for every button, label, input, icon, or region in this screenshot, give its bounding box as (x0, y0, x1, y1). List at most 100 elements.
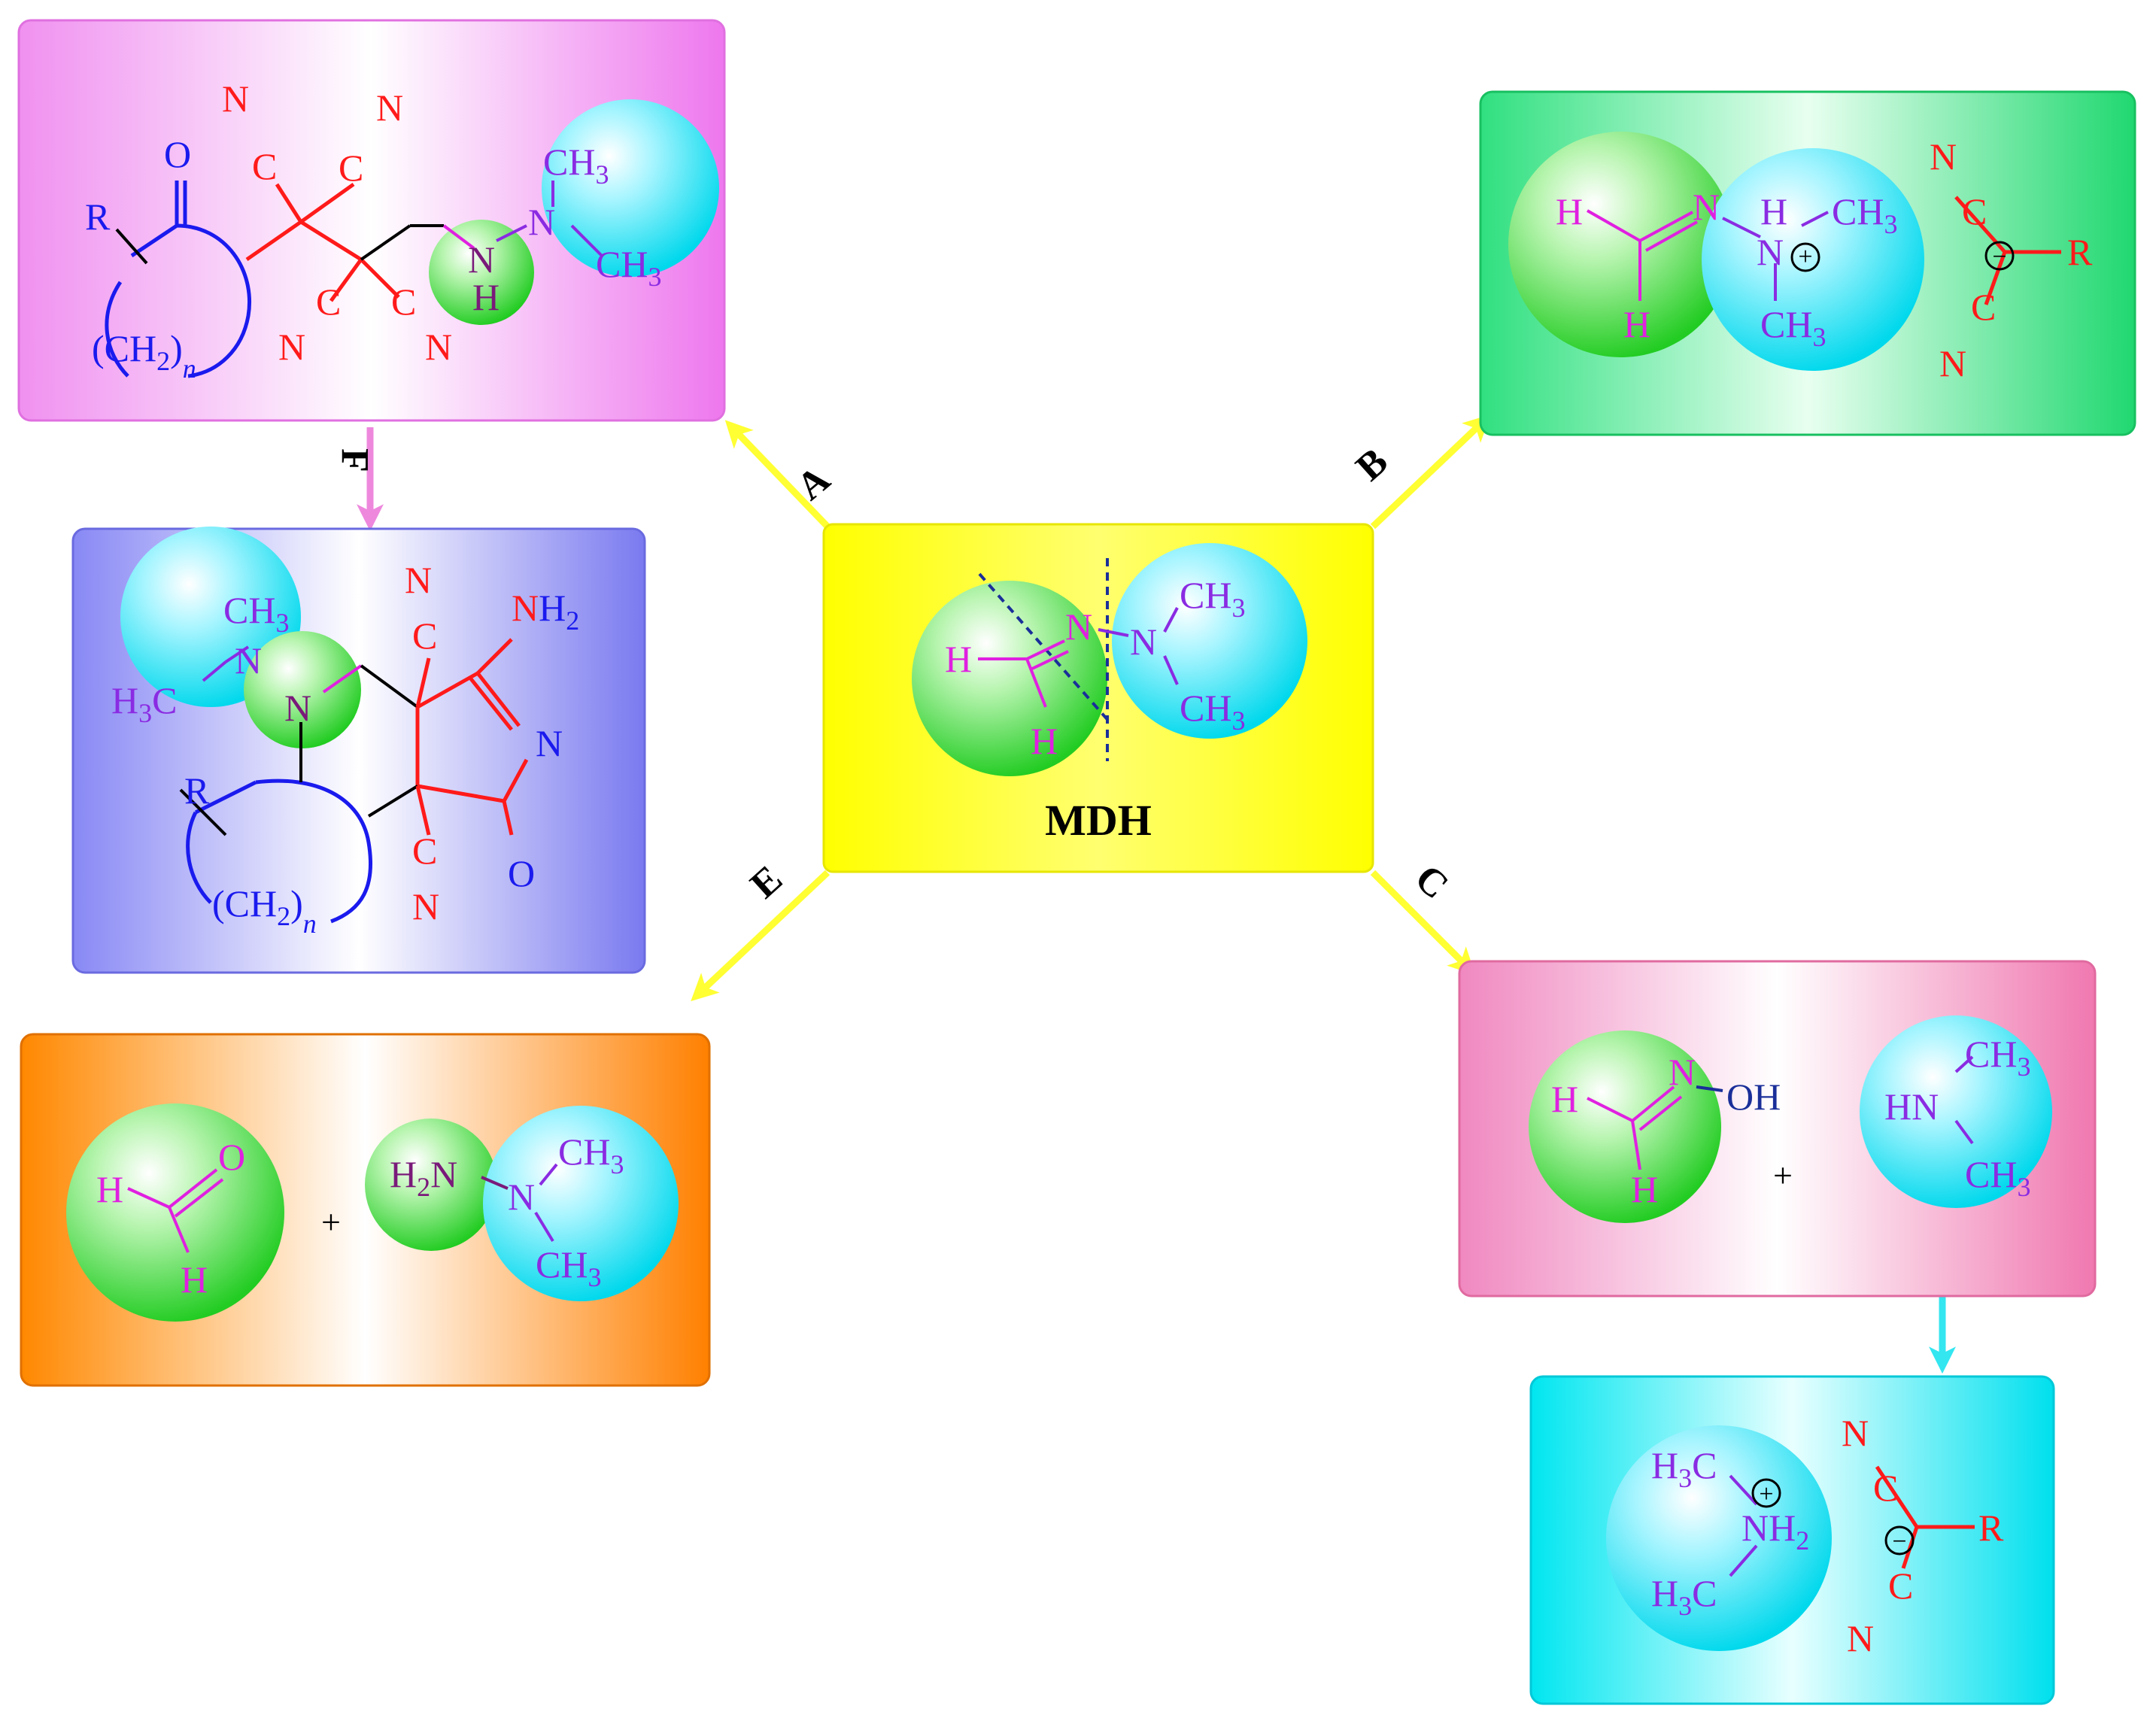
f-r: R (184, 769, 210, 812)
f-ch2: CH (225, 882, 277, 924)
center-box-mdh: H H N N CH3 CH3 MDH (822, 523, 1374, 873)
svg-text:H3C: H3C (111, 679, 177, 728)
svg-text:H3C: H3C (1651, 1572, 1717, 1621)
d-c2: C (1888, 1565, 1913, 1607)
e-h2n-sub: 2 (417, 1172, 430, 1202)
a-n2: N (376, 87, 403, 129)
a-n-sub: n (183, 354, 196, 384)
e-h1: H (96, 1168, 123, 1210)
svg-text:CH3: CH3 (1180, 687, 1245, 736)
svg-text:CH3: CH3 (536, 1243, 601, 1292)
b-ch3-2: CH (1760, 303, 1812, 345)
mdh-h1: H (945, 638, 972, 680)
arrow-c-label: C (1407, 857, 1456, 907)
d-h3c-2-h: H (1651, 1572, 1678, 1614)
b-c2: C (1971, 286, 1996, 328)
b-h2: H (1623, 303, 1650, 345)
a-o: O (164, 133, 191, 175)
svg-text:CH3: CH3 (596, 243, 661, 292)
arrow-f-label: F (333, 448, 376, 472)
green-sphere (912, 581, 1107, 776)
svg-text:CH3: CH3 (1965, 1153, 2030, 1202)
b-c1: C (1962, 190, 1987, 232)
d-r: R (1978, 1507, 2004, 1549)
c-ch3-1: CH (1965, 1033, 2017, 1075)
d-h3c-1-sub: 3 (1678, 1463, 1692, 1493)
c-hn: HN (1884, 1085, 1939, 1128)
box-c: H H N OH + HN CH3 CH3 (1458, 960, 2097, 1298)
b-n4: N (1939, 342, 1966, 384)
svg-text:CH3: CH3 (1965, 1033, 2030, 1082)
b-plus: + (1798, 243, 1812, 271)
d-c1: C (1873, 1467, 1898, 1509)
mdh-ch3-top-sub: 3 (1231, 593, 1245, 623)
mdh-ch3-bottom: CH (1180, 687, 1231, 729)
f-nh2-n: N (512, 587, 539, 629)
svg-text:CH3: CH3 (558, 1131, 624, 1179)
f-ch3: CH (223, 589, 275, 631)
a-n1: N (222, 77, 249, 120)
b-ch3-2-sub: 3 (1812, 322, 1826, 352)
d-n1: N (1842, 1412, 1869, 1454)
mdh-h2: H (1031, 720, 1058, 762)
arrow-b-label: B (1348, 440, 1396, 490)
c-h2: H (1631, 1168, 1658, 1210)
b-minus: − (1992, 243, 2006, 271)
c-n: N (1669, 1051, 1696, 1093)
f-h3c-c: C (152, 679, 177, 721)
box-b: H H N H N + CH3 CH3 N C C N − R (1479, 90, 2136, 436)
e-ch3-1: CH (558, 1131, 610, 1173)
a-c4: C (391, 281, 416, 323)
b-h1: H (1556, 190, 1583, 232)
a-r: R (85, 196, 111, 238)
a-c2: C (339, 147, 363, 189)
e-ch3-2-sub: 3 (588, 1262, 601, 1292)
svg-text:CH3: CH3 (223, 589, 289, 638)
f-ch3-sub: 3 (275, 608, 289, 638)
arrow-c: C (1370, 857, 1476, 976)
e-ch3-2: CH (536, 1243, 588, 1285)
a-n3: N (278, 326, 305, 368)
f-n-dimethyl: N (235, 639, 262, 681)
mdh-n1: N (1065, 606, 1092, 648)
a-n-dimethyl: N (528, 201, 555, 243)
c-h1: H (1551, 1078, 1578, 1120)
e-h2n-n: N (430, 1153, 457, 1195)
d-h3c-1-c: C (1692, 1444, 1717, 1486)
box-d: H3C H3C NH2 + N C C N − R (1529, 1375, 2055, 1705)
b-h3: H (1760, 190, 1787, 232)
e-o: O (218, 1136, 245, 1178)
e-ch3-1-sub: 3 (610, 1149, 624, 1179)
d-minus: − (1892, 1528, 1906, 1556)
svg-text:CH3: CH3 (543, 141, 609, 190)
box-f: N C C N NH2 N O N CH3 N H3C R (CH2)n (71, 527, 646, 974)
arrow-f: F (333, 427, 384, 532)
a-ch3-2: CH (596, 243, 648, 285)
a-ch3-2-sub: 3 (648, 262, 661, 292)
arrow-e-label: E (742, 857, 791, 907)
c-oh: OH (1726, 1076, 1781, 1118)
f-n-ring: N (536, 722, 563, 764)
f-n1: N (405, 559, 432, 601)
svg-text:CH3: CH3 (1760, 303, 1826, 352)
f-nh2-sub: 2 (566, 606, 579, 636)
svg-text:H3C: H3C (1651, 1444, 1717, 1493)
a-nh-n: N (468, 238, 495, 281)
b-ch3-1: CH (1832, 190, 1884, 232)
f-h3c-sub: 3 (138, 698, 152, 728)
f-c2: C (412, 830, 437, 872)
f-h3c-h: H (111, 679, 138, 721)
f-c1: C (412, 615, 437, 657)
c-ch3-2-sub: 3 (2017, 1172, 2030, 1202)
a-nh-h: H (472, 276, 500, 318)
arrow-a-label: A (789, 457, 839, 508)
svg-text:NH2: NH2 (512, 587, 579, 636)
f-o: O (508, 852, 535, 894)
a-ch3-1-sub: 3 (595, 159, 609, 190)
mdh-ch3-top: CH (1180, 574, 1231, 616)
box-e: H H O + H2N N CH3 CH3 (20, 1033, 711, 1387)
e-plus: + (321, 1203, 341, 1241)
e-h2: H (181, 1258, 208, 1301)
d-n2: N (1847, 1617, 1874, 1659)
